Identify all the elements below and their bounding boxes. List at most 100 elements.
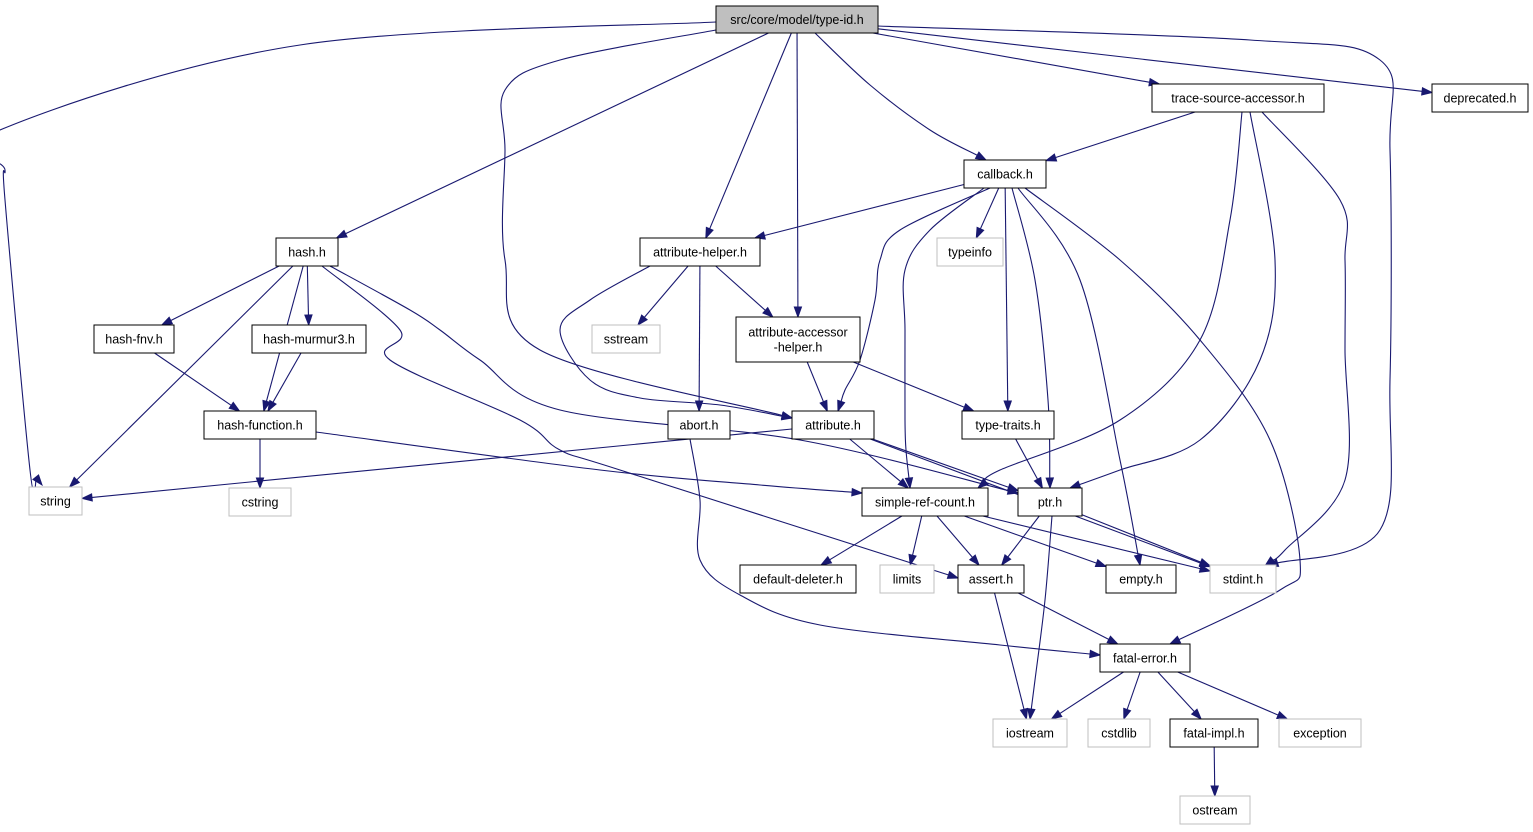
arrowhead-hash-to-assert [946, 570, 960, 579]
arrowhead-hash-to-hash-function [262, 399, 271, 413]
edge-attribute-to-simple-ref-count [849, 438, 902, 483]
edge-attribute-helper-to-abort [698, 265, 701, 403]
arrowhead-attribute-helper-to-attribute [780, 411, 794, 421]
edge-type-id-to-attribute [500, 29, 784, 417]
edge-simple-ref-count-to-limits [911, 515, 923, 557]
arrowhead-callback-to-ptr [1045, 477, 1055, 490]
node-simple-ref-count[interactable]: simple-ref-count.h [861, 487, 989, 517]
node-box-hash-fnv [93, 324, 175, 354]
node-box-ptr [1017, 487, 1083, 517]
node-default-deleter[interactable]: default-deleter.h [739, 564, 857, 594]
edge-attribute-accessor-helper-to-attribute [806, 361, 825, 403]
node-limits: limits [879, 564, 935, 594]
arrowhead-fatal-error-to-cstdlib [1123, 707, 1132, 721]
edge-type-id-to-attribute-helper [708, 32, 792, 230]
node-hash[interactable]: hash.h [275, 237, 339, 267]
node-label-type-id: src/core/model/type-id.h [730, 13, 863, 27]
node-ptr[interactable]: ptr.h [1017, 487, 1083, 517]
node-label-cstring: cstring [242, 496, 279, 510]
node-label-hash-murmur3: hash-murmur3.h [263, 333, 355, 347]
node-attribute[interactable]: attribute.h [791, 410, 875, 440]
node-callback[interactable]: callback.h [963, 159, 1047, 189]
node-label-hash-fnv: hash-fnv.h [105, 333, 162, 347]
node-box-attribute-helper [639, 237, 761, 267]
node-deprecated[interactable]: deprecated.h [1431, 83, 1529, 113]
node-trace-source-accessor[interactable]: trace-source-accessor.h [1151, 83, 1325, 113]
arrowhead-simple-ref-count-to-default-deleter [819, 555, 833, 566]
arrowhead-attribute-accessor-helper-to-type-traits [962, 403, 975, 412]
edge-attribute-accessor-helper-to-type-traits [853, 361, 966, 409]
edge-fatal-error-to-fatal-impl [1157, 671, 1196, 713]
arrowhead-hash-fnv-to-hash-function [228, 401, 241, 412]
node-label-assert: assert.h [969, 573, 1014, 587]
node-iostream: iostream [992, 718, 1068, 748]
node-hash-function[interactable]: hash-function.h [203, 410, 317, 440]
edge-type-id-to-trace-source-accessor [872, 32, 1151, 83]
node-abort[interactable]: abort.h [667, 410, 731, 440]
arrowhead-assert-to-fatal-error [1106, 635, 1120, 645]
node-type-id: src/core/model/type-id.h [715, 5, 879, 34]
node-fatal-impl[interactable]: fatal-impl.h [1169, 718, 1259, 748]
edge-attribute-helper-to-attribute [559, 265, 784, 417]
node-type-traits[interactable]: type-traits.h [961, 410, 1055, 440]
node-ostream: ostream [1179, 795, 1251, 825]
node-stdint: stdint.h [1209, 564, 1277, 594]
arrowhead-callback-to-simple-ref-count [904, 477, 914, 490]
arrowhead-attribute-accessor-helper-to-attribute [819, 399, 828, 413]
arrowhead-hash-to-hash-fnv [160, 316, 174, 326]
edge-assert-to-iostream [994, 592, 1025, 711]
node-empty[interactable]: empty.h [1105, 564, 1177, 594]
node-attribute-accessor-helper[interactable]: attribute-accessor-helper.h [735, 316, 861, 363]
node-exception: exception [1278, 718, 1362, 748]
arrowhead-callback-to-typeinfo [975, 226, 985, 240]
node-attribute-helper[interactable]: attribute-helper.h [639, 237, 761, 267]
arrowhead-abort-to-fatal-error [1089, 649, 1102, 659]
edge-hash-fnv-to-hash-function [154, 352, 233, 407]
edge-type-id-to-string [0, 21, 717, 493]
edge-ptr-to-assert [1006, 515, 1040, 559]
node-box-type-id [715, 5, 879, 34]
arrowhead-type-id-to-callback [974, 151, 988, 161]
arrowhead-callback-to-empty [1133, 553, 1143, 567]
node-label-string: string [40, 495, 71, 509]
edge-hash-to-hash-fnv [169, 265, 280, 322]
arrowhead-assert-to-iostream [1019, 707, 1029, 721]
arrowhead-simple-ref-count-to-empty [1094, 558, 1108, 568]
node-label-cstdlib: cstdlib [1101, 727, 1136, 741]
edge-trace-source-accessor-to-simple-ref-count [984, 111, 1243, 483]
node-box-hash-function [203, 410, 317, 440]
edge-fatal-error-to-iostream [1058, 671, 1124, 715]
edge-attribute-helper-to-sstream [643, 265, 689, 319]
node-fatal-error[interactable]: fatal-error.h [1099, 643, 1191, 673]
node-label-type-traits: type-traits.h [975, 419, 1040, 433]
node-hash-fnv[interactable]: hash-fnv.h [93, 324, 175, 354]
node-hash-murmur3[interactable]: hash-murmur3.h [251, 324, 367, 354]
edge-type-id-to-hash [344, 32, 769, 235]
arrowhead-fatal-error-to-iostream [1050, 709, 1063, 720]
arrowhead-attribute-helper-to-abort [694, 400, 704, 413]
node-cstdlib: cstdlib [1087, 718, 1151, 748]
arrowhead-callback-to-fatal-error [1168, 635, 1182, 645]
node-label-attribute-helper: attribute-helper.h [653, 246, 747, 260]
arrowhead-attribute-to-ptr [1006, 483, 1020, 492]
node-box-sstream [591, 324, 661, 354]
arrowhead-callback-to-type-traits [1003, 400, 1013, 413]
node-box-type-traits [961, 410, 1055, 440]
edge-trace-source-accessor-to-callback [1054, 111, 1196, 159]
arrowhead-type-id-to-string [32, 474, 43, 487]
arrowhead-fatal-impl-to-ostream [1210, 785, 1219, 798]
node-box-typeinfo [936, 237, 1004, 267]
node-label-callback: callback.h [977, 168, 1033, 182]
node-assert[interactable]: assert.h [957, 564, 1025, 594]
edge-callback-to-type-traits [1004, 187, 1009, 403]
node-label-iostream: iostream [1006, 727, 1054, 741]
node-label-exception: exception [1293, 727, 1347, 741]
edge-callback-to-attribute [840, 187, 991, 403]
edge-attribute-to-string [90, 428, 793, 499]
edge-type-id-to-attribute-accessor-helper [796, 32, 799, 309]
node-box-default-deleter [739, 564, 857, 594]
node-label-default-deleter: default-deleter.h [753, 573, 843, 587]
edge-type-id-to-deprecated [877, 28, 1424, 93]
node-label-fatal-impl: fatal-impl.h [1183, 727, 1244, 741]
arrowhead-hash-murmur3-to-hash-function [267, 399, 277, 413]
